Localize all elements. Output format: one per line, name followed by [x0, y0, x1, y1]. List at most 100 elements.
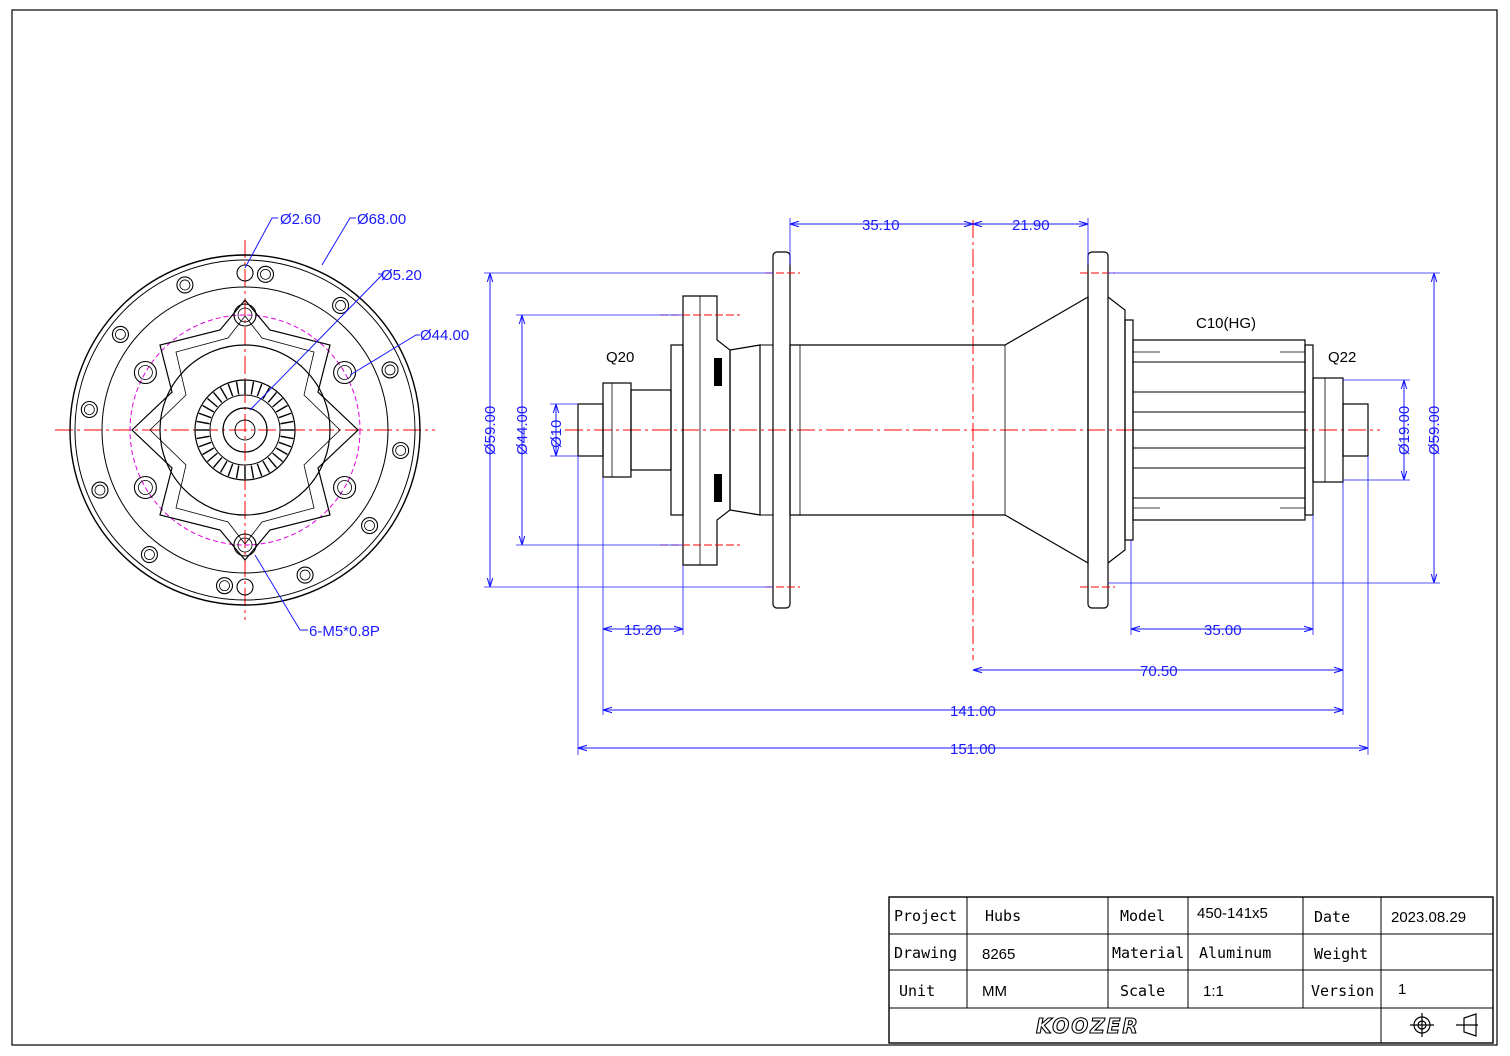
rotor-mount-star-inner: [149, 315, 341, 545]
ratchet-tooth: [272, 452, 283, 463]
spoke-hole-inner: [395, 445, 407, 456]
spoke-hole-inner: [219, 580, 230, 592]
rotor-mount-star: [131, 299, 359, 561]
label-c10hg: C10(HG): [1196, 315, 1256, 332]
dim-d19: Ø19.00: [1396, 406, 1413, 455]
ratchet-tooth: [212, 457, 223, 468]
rotor-bolt-hole-inner: [337, 480, 352, 495]
side-view: Q20 C10(HG) Q22: [482, 217, 1443, 758]
spoke-hole: [111, 325, 129, 343]
ratchet-tooth: [196, 420, 210, 425]
dimension-lines: [490, 224, 1434, 748]
first-angle-symbol-icon: [1456, 1013, 1478, 1037]
ratchet-tooth: [235, 465, 240, 479]
rotor-bolt-hole-inner: [237, 537, 253, 553]
spoke-hole-inner: [299, 569, 311, 581]
rotor-bolt-hole-inner: [138, 365, 153, 380]
ratchet-tooth: [212, 392, 223, 403]
spoke-hole: [176, 276, 194, 294]
ratchet-tooth: [280, 420, 294, 425]
right-endcap: [1342, 403, 1369, 457]
ratchet-tooth: [275, 447, 288, 456]
ratchet-tooth: [250, 465, 255, 479]
tb-date-label: Date: [1314, 908, 1350, 926]
label-q22: Q22: [1328, 349, 1356, 366]
rotor-bolt-hole: [133, 475, 157, 500]
dim-d4400: Ø44.00: [420, 327, 469, 344]
ratchet-tooth: [262, 460, 271, 473]
axle-bore: [222, 407, 268, 453]
ratchet-tooth: [198, 441, 212, 448]
dim-141-00: 141.00: [950, 703, 996, 720]
ratchet-tooth: [227, 383, 234, 397]
rotor-bolt-hole: [233, 533, 257, 557]
dim-21-90: 21.90: [1012, 217, 1050, 234]
spoke-hole-inner: [94, 484, 106, 496]
tb-model-value: 450-141x5: [1197, 905, 1268, 922]
ratchet-tooth: [278, 441, 292, 448]
tb-unit-value: MM: [982, 983, 1007, 1000]
hub-body: [159, 344, 331, 516]
ratchet-tooth: [219, 460, 228, 473]
pitch-circle: [129, 314, 361, 546]
spoke-hole-inner: [364, 520, 375, 531]
disc-bolt-lower: [714, 474, 722, 502]
sheet-border: [11, 9, 1498, 1046]
ratchet-tooth: [235, 381, 240, 395]
ratchet-tooth: [202, 404, 215, 413]
spoke-hole-inner: [384, 364, 396, 376]
projection-symbol-icon: [1410, 1013, 1434, 1037]
front-holes: [80, 264, 410, 596]
dim-70-50: 70.50: [1140, 663, 1178, 680]
ratchet-tooth: [196, 435, 210, 440]
ratchet-tooth: [280, 435, 294, 440]
rotor-bolt-hole: [233, 303, 257, 327]
dim-d44: Ø44.00: [514, 406, 531, 455]
dim-d10: Ø10: [548, 420, 565, 448]
label-q20: Q20: [606, 349, 634, 366]
ratchet-tooth: [198, 412, 212, 419]
disc-bolt-upper: [714, 358, 722, 386]
tb-model-label: Model: [1120, 907, 1165, 925]
ratchet-tooth: [202, 447, 215, 456]
ratchet-teeth: [196, 381, 294, 479]
ratchet-tooth: [207, 452, 218, 463]
tb-version-value: 1: [1398, 981, 1406, 998]
tb-drawing-label: Drawing: [894, 944, 957, 962]
right-flange: [1087, 251, 1109, 609]
spoke-hole: [236, 578, 254, 596]
title-block: Project Hubs Model 450-141x5 Date 2023.0…: [888, 896, 1494, 1044]
spoke-hole: [80, 400, 98, 419]
tb-drawing-value: 8265: [982, 946, 1015, 963]
tb-material-value: Aluminum: [1199, 944, 1271, 962]
dim-d6800: Ø68.00: [357, 211, 406, 228]
ratchet-outer: [194, 379, 296, 481]
ratchet-tooth: [272, 397, 283, 408]
ratchet-tooth: [278, 412, 292, 419]
rotor-bolt-hole: [333, 475, 357, 500]
spoke-hole: [140, 546, 158, 564]
extension-lines: [484, 218, 1440, 755]
tb-project-value: Hubs: [985, 907, 1021, 925]
rotor-bolt-hole: [333, 360, 357, 385]
ratchet-tooth: [256, 383, 263, 397]
spoke-hole: [256, 265, 275, 283]
dim-d59-left: Ø59.00: [482, 406, 499, 455]
ratchet-tooth: [256, 463, 263, 477]
dim-d260: Ø2.60: [280, 211, 321, 228]
spoke-hole-inner: [83, 404, 95, 415]
spoke-hole-inner: [260, 268, 271, 280]
dim-d520: Ø5.20: [381, 267, 422, 284]
leader-d4400: [349, 334, 420, 376]
axle-hole: [234, 419, 256, 441]
tb-scale-value: 1:1: [1203, 983, 1224, 1000]
tb-date-value: 2023.08.29: [1391, 909, 1466, 926]
flange-outer: [69, 254, 421, 606]
spoke-hole-inner: [179, 279, 191, 291]
front-view: Ø2.60 Ø68.00 Ø5.20 Ø44.00 6-M5*0.8P: [55, 211, 469, 640]
tb-project-label: Project: [894, 907, 957, 925]
rotor-bolt-hole-inner: [237, 307, 253, 323]
rotor-bolt-hole-inner: [138, 480, 153, 495]
spoke-hole: [332, 296, 350, 314]
